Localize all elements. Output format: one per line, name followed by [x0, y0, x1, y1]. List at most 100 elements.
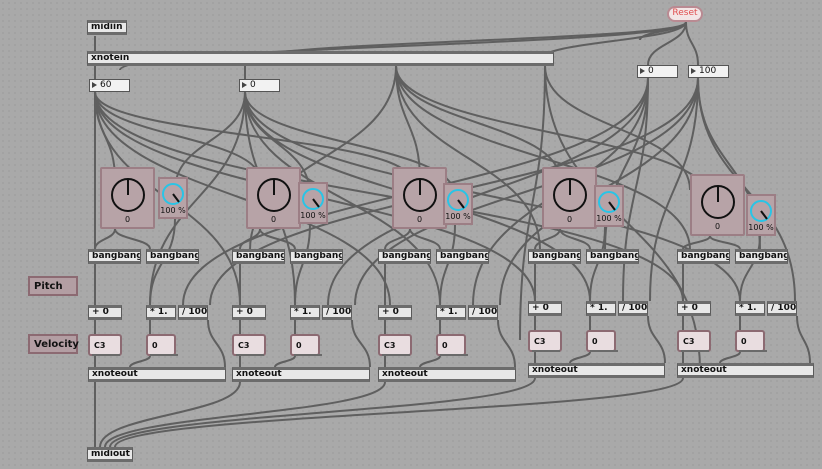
bangbang-object[interactable]: bangbang — [528, 249, 581, 264]
velocity-percent-dial[interactable]: 100 % — [746, 194, 776, 236]
patch-cord — [439, 224, 456, 306]
plus-object[interactable]: + 0 — [677, 301, 711, 316]
pitch-dial[interactable]: 0 — [392, 167, 447, 229]
midiout-object[interactable]: midiout — [87, 447, 133, 462]
dial-knob-icon — [111, 178, 145, 212]
divide-object[interactable]: / 100 — [618, 301, 648, 316]
patch-cord — [259, 228, 296, 250]
xnoteout-object[interactable]: xnoteout — [677, 363, 814, 378]
velocity-number-box[interactable]: 0 — [239, 79, 280, 92]
bangbang-object[interactable]: bangbang — [735, 249, 788, 264]
xnoteout-object[interactable]: xnoteout — [232, 367, 370, 382]
dial-percent: 100 % — [445, 212, 471, 221]
patch-cord — [419, 355, 441, 368]
bangbang-object[interactable]: bangbang — [146, 249, 199, 264]
dial-knob-icon — [302, 188, 324, 210]
patch-cord — [384, 228, 411, 250]
divide-object[interactable]: / 100 — [178, 305, 208, 320]
divide-object[interactable]: / 100 — [767, 301, 797, 316]
velocity-display[interactable]: 0 — [146, 334, 177, 356]
pitch-dial[interactable]: 0 — [100, 167, 155, 229]
note-value: C3 — [381, 341, 412, 356]
max-number-box[interactable]: 100 — [688, 65, 729, 78]
pitch-dial[interactable]: 0 — [246, 167, 301, 229]
xnoteout-object[interactable]: xnoteout — [528, 363, 665, 378]
note-display[interactable]: C3 — [677, 330, 711, 352]
velocity-percent-dial[interactable]: 100 % — [594, 185, 624, 227]
note-value: C3 — [531, 337, 562, 352]
patch-cord — [647, 21, 687, 66]
patch-cord — [351, 319, 371, 368]
note-display[interactable]: C3 — [528, 330, 562, 352]
dial-value: 0 — [124, 215, 131, 224]
note-display[interactable]: C3 — [378, 334, 412, 356]
velocity-display[interactable]: 0 — [735, 330, 766, 352]
dial-value: 0 — [566, 215, 573, 224]
patch-cord — [589, 226, 606, 302]
dial-knob-icon — [447, 189, 469, 211]
velocity-percent-dial[interactable]: 100 % — [158, 177, 188, 219]
velocity-label: Velocity — [28, 334, 79, 354]
velocity-value: 0 — [440, 341, 467, 356]
bangbang-object[interactable]: bangbang — [436, 249, 489, 264]
xnoteout-object[interactable]: xnoteout — [378, 367, 516, 382]
bangbang-object[interactable]: bangbang — [290, 249, 343, 264]
patch-cord — [239, 228, 261, 250]
multiply-object[interactable]: * 1. — [735, 301, 765, 316]
note-display[interactable]: C3 — [88, 334, 122, 356]
xnotein-object[interactable]: xnotein — [87, 51, 554, 66]
patch-cord — [274, 355, 296, 368]
patch-cord — [685, 21, 699, 66]
plus-object[interactable]: + 0 — [232, 305, 266, 320]
dial-percent: 100 % — [748, 223, 774, 232]
patch-cord — [682, 235, 711, 250]
patch-cord — [395, 65, 421, 181]
patch-cord — [294, 223, 311, 306]
patch-cord — [647, 315, 666, 364]
plus-object[interactable]: + 0 — [378, 305, 412, 320]
dial-value: 0 — [270, 215, 277, 224]
min-number-box[interactable]: 0 — [637, 65, 678, 78]
bangbang-object[interactable]: bangbang — [378, 249, 431, 264]
pitch-dial[interactable]: 0 — [542, 167, 597, 229]
divide-object[interactable]: / 100 — [468, 305, 498, 320]
patch-cord — [129, 355, 151, 368]
note-display[interactable]: C3 — [232, 334, 266, 356]
bangbang-object[interactable]: bangbang — [586, 249, 639, 264]
plus-object[interactable]: + 0 — [528, 301, 562, 316]
pitch-dial[interactable]: 0 — [690, 174, 745, 236]
bangbang-object[interactable]: bangbang — [88, 249, 141, 264]
patch-cord — [109, 377, 536, 448]
dial-percent: 100 % — [300, 211, 326, 220]
dial-percent: 100 % — [160, 206, 186, 215]
midiin-object[interactable]: midiin — [87, 20, 127, 35]
xnoteout-object[interactable]: xnoteout — [88, 367, 226, 382]
patch-cord — [99, 381, 241, 448]
patch-cord — [497, 319, 516, 368]
note-value: C3 — [235, 341, 266, 356]
velocity-display[interactable]: 0 — [586, 330, 617, 352]
divide-object[interactable]: / 100 — [322, 305, 352, 320]
velocity-percent-dial[interactable]: 100 % — [298, 182, 328, 224]
multiply-object[interactable]: * 1. — [146, 305, 176, 320]
dial-knob-icon — [162, 183, 184, 205]
velocity-display[interactable]: 0 — [436, 334, 467, 356]
multiply-object[interactable]: * 1. — [586, 301, 616, 316]
dial-knob-icon — [403, 178, 437, 212]
multiply-object[interactable]: * 1. — [436, 305, 466, 320]
patch-cord — [559, 228, 591, 250]
patch-cord — [796, 315, 811, 364]
patch-cord — [207, 319, 226, 368]
plus-object[interactable]: + 0 — [88, 305, 122, 320]
patch-cord — [395, 65, 561, 181]
velocity-percent-dial[interactable]: 100 % — [443, 183, 473, 225]
dial-percent: 100 % — [596, 214, 622, 223]
multiply-object[interactable]: * 1. — [290, 305, 320, 320]
velocity-display[interactable]: 0 — [290, 334, 321, 356]
bangbang-object[interactable]: bangbang — [232, 249, 285, 264]
dial-knob-icon — [257, 178, 291, 212]
pitch-number-box[interactable]: 60 — [89, 79, 130, 92]
bangbang-object[interactable]: bangbang — [677, 249, 730, 264]
reset-button[interactable]: Reset — [667, 6, 703, 22]
